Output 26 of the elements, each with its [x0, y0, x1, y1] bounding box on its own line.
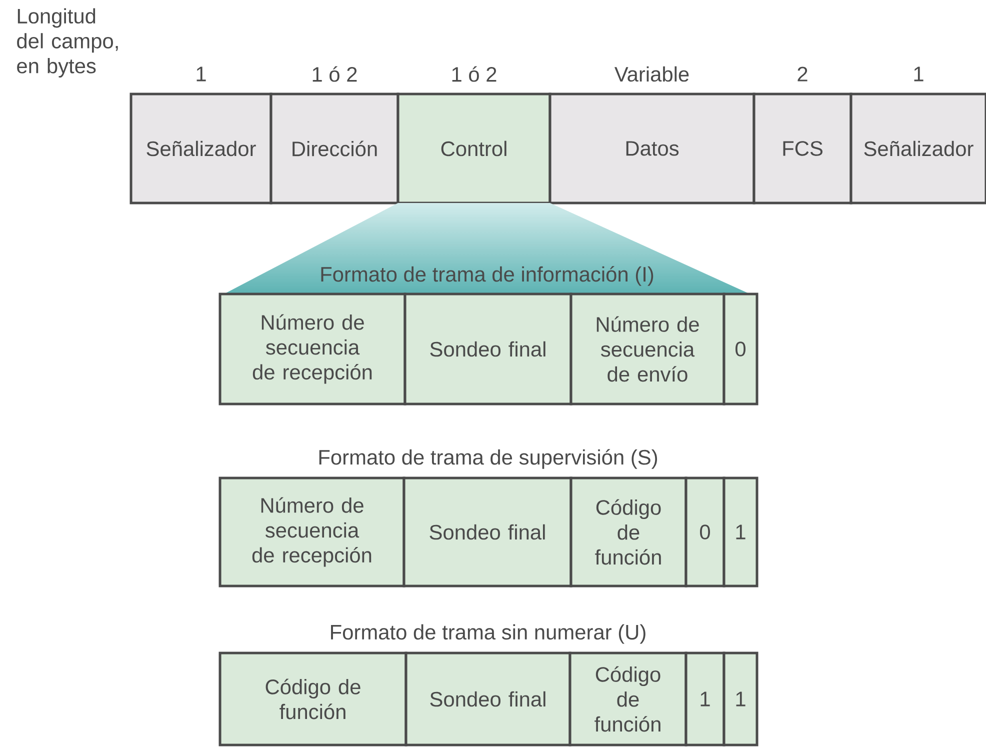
field-cell: 1	[722, 476, 758, 588]
field-length: 2	[798, 66, 808, 82]
field-cell: Sondeo final	[404, 292, 572, 406]
field-cell: Señalizador	[850, 92, 986, 204]
field-cell: 1	[684, 652, 726, 746]
expansion-trapezoid: Formato de trama de información (I)	[321, 266, 654, 286]
field-cell: Sondeo final	[402, 476, 572, 588]
field-cell: 0	[684, 476, 726, 588]
field-length: 1	[196, 66, 206, 82]
axis-caption: Longitud del campo, en bytes	[17, 8, 118, 78]
format-title: Formato de trama sin numerar (U)	[331, 624, 646, 644]
field-length: 1 ó 2	[312, 66, 357, 82]
field-cell: Sondeo final	[404, 652, 572, 746]
field-length: 1	[914, 66, 924, 82]
format-title: Formato de trama de supervisión (S)	[319, 449, 657, 469]
field-cell: 1	[722, 652, 758, 746]
field-cell: Control	[396, 92, 552, 204]
field-length: Variable	[614, 66, 689, 82]
field-length: 1 ó 2	[452, 66, 496, 82]
field-cell: Señalizador	[130, 92, 272, 204]
field-cell: FCS	[752, 92, 852, 204]
field-cell: Número de secuencia de recepción	[218, 292, 406, 406]
field-cell: Número de secuencia de recepción	[218, 476, 406, 588]
field-cell: Dirección	[270, 92, 400, 204]
field-cell: 0	[722, 292, 758, 406]
field-cell: Código de función	[218, 652, 408, 746]
